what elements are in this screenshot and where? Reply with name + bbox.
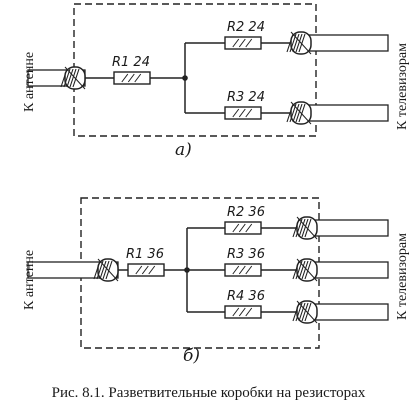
diagram-b-output-cable-2 [306, 261, 389, 279]
diagram-a-output-cable-1 [300, 34, 389, 52]
diagram-b-resistor-r1-label: R1 36 [126, 247, 164, 262]
diagram-b-output-label: К телевизорам [395, 233, 410, 320]
diagram-a-resistor-r1 [113, 71, 151, 85]
diagram-a-diagram: R1 24 R2 24 R3 24 [27, 3, 389, 137]
diagram-a-output-label: К телевизорам [395, 43, 410, 130]
diagram-a-resistor-r2 [224, 36, 262, 50]
diagram-b-diagram: R1 36 R2 36 R3 36 R4 36 [27, 197, 389, 349]
schematic: R1 24 R2 24 R3 24 R1 36 R2 36 R3 36 R4 36 [27, 3, 389, 349]
diagram-b-resistor-r4 [224, 305, 262, 319]
diagram-a-resistor-r3-label: R3 24 [227, 90, 265, 105]
diagram-b-resistor-r3-label: R3 36 [227, 247, 265, 262]
diagram-b-input-label: К антенне [22, 249, 37, 310]
figure-caption: Рис. 8.1. Разветвительные коробки на рез… [51, 385, 366, 401]
diagram-b-output-cable-1 [306, 219, 389, 237]
diagram-a-resistor-r3 [224, 106, 262, 120]
diagram-a-output-connector-2 [286, 101, 312, 125]
diagram-a-sublabel: а) [175, 140, 192, 160]
diagram-a-output-connector-1 [286, 31, 312, 55]
diagram-b-sublabel: б) [183, 346, 201, 366]
diagram-b-resistor-r2-label: R2 36 [227, 205, 265, 220]
diagram-b-resistor-r1 [127, 263, 165, 277]
diagram-a-enclosure [73, 3, 317, 137]
diagram-b-input-connector [93, 258, 119, 282]
diagram-b-output-cable-3 [306, 303, 389, 321]
diagram-b-output-connector-1 [292, 216, 318, 240]
diagram-a-resistor-r2-label: R2 24 [227, 20, 265, 35]
diagram-b-output-connector-3 [292, 300, 318, 324]
diagram-b-resistor-r4-label: R4 36 [227, 289, 265, 304]
diagram-a-resistor-r1-label: R1 24 [112, 55, 150, 70]
diagram-b-resistor-r2 [224, 221, 262, 235]
diagram-b-output-connector-2 [292, 258, 318, 282]
diagram-b-resistor-r3 [224, 263, 262, 277]
diagram-a-input-label: К антенне [22, 51, 37, 112]
diagram-a-output-cable-2 [300, 104, 389, 122]
